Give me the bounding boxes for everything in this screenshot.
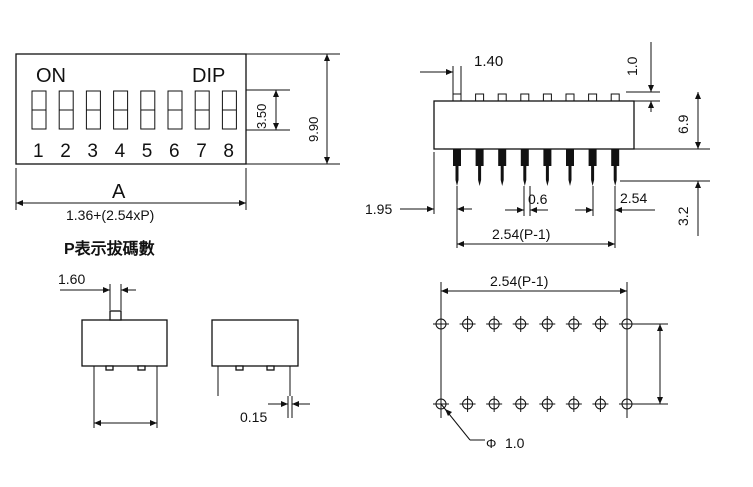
actuator-top xyxy=(497,93,507,102)
total-height-dim: 9.90 xyxy=(306,117,321,142)
actuator-tops xyxy=(452,93,620,102)
switch-number: 4 xyxy=(115,141,126,162)
switch-windows xyxy=(31,90,237,130)
positions-note: P表示拔碼數 xyxy=(64,239,155,258)
pin xyxy=(453,149,461,186)
top-height-dim: 1.0 xyxy=(624,56,640,76)
actuator-top xyxy=(452,93,462,102)
pin-length-dim: 3.2 xyxy=(675,206,691,226)
switch-height-dim: 3.50 xyxy=(254,104,269,129)
edge-offset-dim: 1.95 xyxy=(365,201,392,217)
side-view: 1.40 1.0 6.9 3.2 1.95 0.6 xyxy=(365,42,710,248)
switch-number: 3 xyxy=(87,141,98,162)
side-pins xyxy=(453,149,620,186)
pin xyxy=(498,149,507,186)
length-formula: 1.36+(2.54xP) xyxy=(66,207,154,223)
side-span-dim: 2.54(P-1) xyxy=(492,226,550,242)
end-view-body-right xyxy=(211,319,299,367)
end-view-body-left xyxy=(81,319,168,367)
side-view-body xyxy=(433,100,635,150)
actuator-top xyxy=(520,93,530,102)
pin xyxy=(543,149,552,186)
top-view-housing xyxy=(15,53,247,165)
actuator-top xyxy=(565,93,575,102)
pitch-dim: 2.54 xyxy=(620,190,647,206)
pin xyxy=(588,149,597,186)
actuator-top xyxy=(610,93,620,102)
footprint-span-dim: 2.54(P-1) xyxy=(490,273,548,289)
pin xyxy=(566,149,574,186)
actuator-top xyxy=(542,93,552,102)
lead-thickness-dim: 0.15 xyxy=(240,409,267,425)
switch-number: 8 xyxy=(223,141,234,162)
pin-thickness-dim: 0.6 xyxy=(528,191,548,207)
pin-width-dim: 1.40 xyxy=(474,53,503,70)
pin xyxy=(611,149,620,186)
pcb-footprint: 2.54(P-1) Φ 1.0 xyxy=(433,273,668,451)
switch-number: 7 xyxy=(196,141,207,162)
pin xyxy=(520,149,529,186)
actuator-knob xyxy=(109,310,122,321)
actuator-top xyxy=(588,93,598,102)
pin xyxy=(475,149,484,186)
on-label: ON xyxy=(36,65,66,87)
dip-label: DIP xyxy=(192,65,225,87)
switch-number: 5 xyxy=(142,141,153,162)
switch-number: 1 xyxy=(33,141,44,162)
actuator-width-dim: 1.60 xyxy=(58,271,85,287)
pad-holes xyxy=(433,316,635,412)
hole-diameter-dim: 1.0 xyxy=(505,435,525,451)
end-views: 1.60 0.15 xyxy=(58,271,310,428)
diameter-symbol: Φ xyxy=(486,436,496,451)
length-symbol: A xyxy=(112,181,126,203)
switch-number: 2 xyxy=(60,141,71,162)
body-height-dim: 6.9 xyxy=(675,114,691,134)
actuator-top xyxy=(475,93,485,102)
switch-number: 6 xyxy=(169,141,180,162)
